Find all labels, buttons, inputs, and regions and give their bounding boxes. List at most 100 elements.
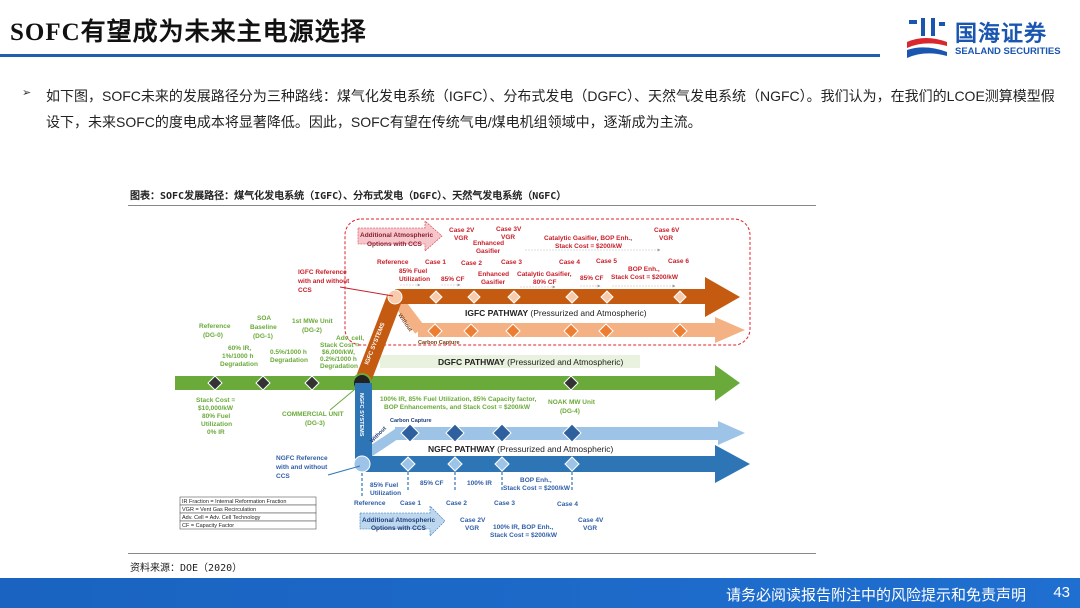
logo-mark-icon [907,18,947,58]
igfc-case-labels: Reference Case 1 Case 2 Case 3 Case 4 Ca… [297,226,689,294]
dgfc-commercial: (DG-3) [305,420,325,427]
igfc-step: Enhanced [478,271,509,278]
caption-divider [128,205,816,206]
ngfc-carbon-capture-label: Carbon Capture [390,418,432,424]
ngfc-reference-note: NGFC Reference [276,455,328,462]
bullet-icon: ➢ [22,87,32,99]
abbreviation-legend: IR Fraction = Internal Reformation Fract… [179,496,317,530]
igfc-case6v: Case 6V [654,227,680,234]
ngfc-pathway-box [420,442,635,455]
dgfc-step: 60% IR, [228,345,251,352]
igfc-ccs-bar [418,317,745,343]
dgfc-stack: $10,000/kW [198,405,234,412]
ngfc-pathway-label: NGFC PATHWAY (Pressurized and Atmospheri… [428,444,614,454]
ngfc-reference-note: CCS [276,473,290,480]
igfc-step: Utilization [399,276,430,283]
ngfc-step-v: Stack Cost = $200/kW [490,532,558,539]
dgfc-step: Degradation [220,361,258,368]
igfc-step-arrows [400,248,676,289]
igfc-systems-branch [354,294,403,386]
igfc-step: Catalytic Gasifier, [517,271,572,278]
logo-text-en: SEALAND SECURITIES [955,46,1061,57]
dgfc-commercial: COMMERCIAL UNIT [282,411,344,418]
ngfc-systems-branch [355,383,372,468]
igfc-case: Case 3 [501,259,522,266]
igfc-enh-gasifier: Enhanced [473,240,504,247]
dgfc-labels: Reference (DG-0) SOA Baseline (DG-1) 1st… [196,315,596,436]
disclaimer-text: 请务必阅读报告附注中的风险提示和免责声明 [725,587,1026,604]
ngfc-options-label: Additional Atmospheric [362,517,435,524]
ngfc-reference-node [353,455,371,473]
igfc-step: Gasifier [481,279,506,286]
igfc-catalytic: Stack Cost = $200/kW [555,243,623,250]
igfc-case: Case 2 [461,260,482,267]
igfc-pathway-box [455,305,665,320]
dgfc-noak: (DG-4) [560,408,580,415]
dgfc-step: Stack Cost = [320,342,359,349]
igfc-catalytic: Catalytic Gasifier, BOP Enh., [544,235,632,242]
dgfc-step: Degradation [270,357,308,364]
page-number: 43 [1053,584,1070,601]
ngfc-reference-note: with and without [275,464,328,471]
ngfc-case4v: Case 4V [578,517,604,524]
logo-text-cn: 国海证券 [955,22,1048,47]
ngfc-options-label: Options with CCS [371,525,427,532]
dgfc-ref: Reference [199,323,231,330]
igfc-case6v: VGR [659,235,673,242]
dgfc-step: 1%/1000 h [222,353,253,360]
ngfc-bar [362,445,750,483]
igfc-case: Case 5 [596,258,617,265]
igfc-case: Case 1 [425,259,446,266]
igfc-reference-pointer [339,286,394,297]
dgfc-step: 0.5%/1000 h [270,349,307,356]
dgfc-milestones [207,375,579,391]
legend-item: CF = Capacity Factor [182,523,234,529]
dgfc-step: 0.2%/1000 h [320,356,357,363]
footer-bar: 请务必阅读报告附注中的风险提示和免责声明 43 [0,578,1080,608]
dgfc-step: 100% IR, 85% Fuel Utilization, 85% Capac… [380,396,537,403]
dgfc-pathway-label: DGFC PATHWAY (Pressurized and Atmospheri… [438,357,624,367]
igfc-case3v: Case 3V [496,226,522,233]
ngfc-step: 100% IR [467,480,492,487]
ngfc-case4v: VGR [583,525,597,532]
legend-item: VGR = Vent Gas Recirculation [182,507,256,513]
igfc-enh-gasifier: Gasifier [476,248,501,255]
igfc-step: BOP Enh., [628,266,660,273]
igfc-case2v: Case 2V [449,227,475,234]
igfc-ccs-region [344,218,751,346]
igfc-reference-note: with and without [297,278,350,285]
ngfc-case: Case 3 [494,500,515,507]
ngfc-case: Reference [354,500,386,507]
igfc-step: 85% CF [441,276,465,283]
ngfc-step: Utilization [370,490,401,497]
ngfc-systems-label: NGFC SYSTEMS [358,393,364,437]
dgfc-ref: (DG-0) [203,332,223,339]
igfc-case: Reference [377,259,409,266]
dgfc-pathway-box [380,355,640,368]
dgfc-step: Degradation [320,363,358,370]
ngfc-case2v: Case 2V [460,517,486,524]
dgfc-bar [175,365,740,401]
igfc-options-label: Options with CCS [367,241,423,248]
igfc-options-label: Additional Atmospheric [360,232,433,239]
ngfc-reference-pointer [327,465,361,476]
legend-item: Adv. Cell = Adv. Cell Technology [182,515,261,521]
dgfc-mwe: (DG-2) [302,327,322,334]
igfc-step: 85% Fuel [399,268,427,275]
ngfc-case: Case 2 [446,500,467,507]
body-paragraph: 如下图，SOFC未来的发展路径分为三种路线：煤气化发电系统（IGFC）、分布式发… [46,88,1055,130]
igfc-case2v: VGR [454,235,468,242]
dgfc-soa: Baseline [250,324,277,331]
igfc-step: Stack Cost = $200/kW [611,274,679,281]
igfc-carbon-capture-label: Carbon Capture [418,340,460,346]
ngfc-milestones [400,423,582,472]
igfc-reference-note: IGFC Reference [298,269,347,276]
dgfc-stack: 0% IR [207,429,225,436]
igfc-case3v: VGR [501,234,515,241]
dgfc-step: Adv. cell, [336,335,364,342]
dgfc-step: $6,000/kW, [322,349,355,356]
igfc-options-arrow [357,220,443,252]
igfc-step: 85% CF [580,275,604,282]
ngfc-labels: NGFC Reference with and without CCS 85% … [275,455,604,539]
